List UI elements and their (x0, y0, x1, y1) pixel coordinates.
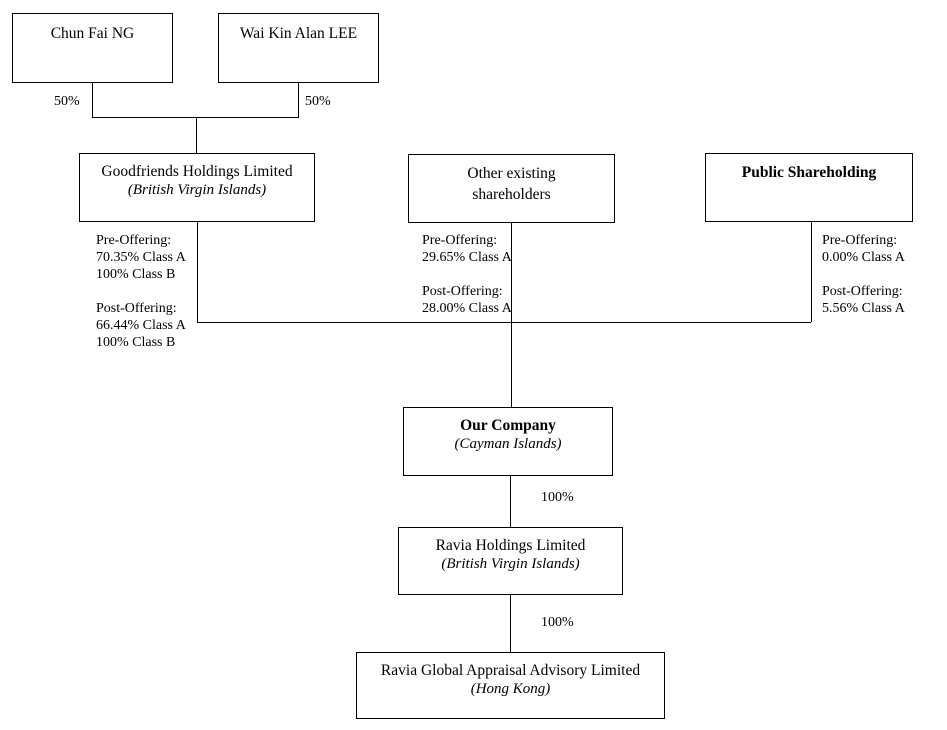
annotation-other-existing-offering: Pre-Offering: 29.65% Class A Post-Offeri… (422, 232, 512, 317)
node-other-existing-shareholders: Other existing shareholders (408, 154, 615, 223)
annotation-public-shareholding-offering: Pre-Offering: 0.00% Class A Post-Offerin… (822, 232, 905, 317)
annotation-line: Pre-Offering: (96, 233, 172, 248)
connector-founders-horizontal (92, 117, 299, 118)
annotation-line: 29.65% Class A (422, 250, 512, 265)
connector-to-goodfriends (196, 117, 197, 153)
annotation-line: 28.00% Class A (422, 301, 512, 316)
node-label: Public Shareholding (741, 164, 877, 181)
edge-label-our-company-100pct: 100% (541, 490, 574, 505)
edge-label-wai-kin-50pct: 50% (305, 94, 331, 109)
node-label: Goodfriends Holdings Limited (101, 163, 293, 180)
annotation-line (422, 266, 512, 283)
connector-goodfriends-down (197, 222, 198, 322)
annotation-line (96, 283, 186, 300)
node-public-shareholding: Public Shareholding (705, 153, 913, 222)
node-label: Other existing shareholders (467, 165, 556, 203)
node-jurisdiction: (Hong Kong) (470, 681, 551, 697)
annotation-line: Post-Offering: (422, 284, 503, 299)
edge-label-chun-fai-50pct: 50% (54, 94, 80, 109)
node-label: Wai Kin Alan LEE (239, 25, 358, 42)
node-label: Our Company (460, 417, 556, 434)
node-ravia-holdings: Ravia Holdings Limited (British Virgin I… (398, 527, 623, 595)
node-jurisdiction: (British Virgin Islands) (441, 556, 580, 572)
connector-our-company-to-ravia-holdings (510, 476, 511, 528)
annotation-line: Post-Offering: (822, 284, 903, 299)
node-our-company: Our Company (Cayman Islands) (403, 407, 613, 476)
annotation-line: 5.56% Class A (822, 301, 905, 316)
annotation-line: 66.44% Class A (96, 318, 186, 333)
node-label: Ravia Holdings Limited (435, 537, 586, 554)
edge-label-ravia-holdings-100pct: 100% (541, 615, 574, 630)
annotation-line: 100% Class B (96, 335, 176, 350)
connector-other-to-our-company (511, 223, 512, 407)
connector-public-down (811, 222, 812, 322)
annotation-line: 100% Class B (96, 267, 176, 282)
annotation-line (822, 266, 905, 283)
annotation-line: Pre-Offering: (822, 233, 898, 248)
annotation-line: Post-Offering: (96, 301, 177, 316)
connector-ravia-holdings-to-ravia-global (510, 595, 511, 652)
node-label: Ravia Global Appraisal Advisory Limited (380, 662, 641, 679)
annotation-line: 70.35% Class A (96, 250, 186, 265)
annotation-line: 0.00% Class A (822, 250, 905, 265)
node-chun-fai-ng: Chun Fai NG (12, 13, 173, 83)
node-goodfriends-holdings: Goodfriends Holdings Limited (British Vi… (79, 153, 315, 222)
node-ravia-global-appraisal: Ravia Global Appraisal Advisory Limited … (356, 652, 665, 719)
connector-wai-kin-down (298, 83, 299, 117)
node-wai-kin-alan-lee: Wai Kin Alan LEE (218, 13, 379, 83)
node-jurisdiction: (British Virgin Islands) (127, 182, 267, 198)
annotation-line: Pre-Offering: (422, 233, 498, 248)
node-jurisdiction: (Cayman Islands) (454, 436, 562, 452)
connector-chun-fai-down (92, 83, 93, 117)
node-label: Chun Fai NG (50, 25, 135, 42)
annotation-goodfriends-offering: Pre-Offering: 70.35% Class A 100% Class … (96, 232, 186, 351)
connector-shareholders-horizontal (197, 322, 811, 323)
